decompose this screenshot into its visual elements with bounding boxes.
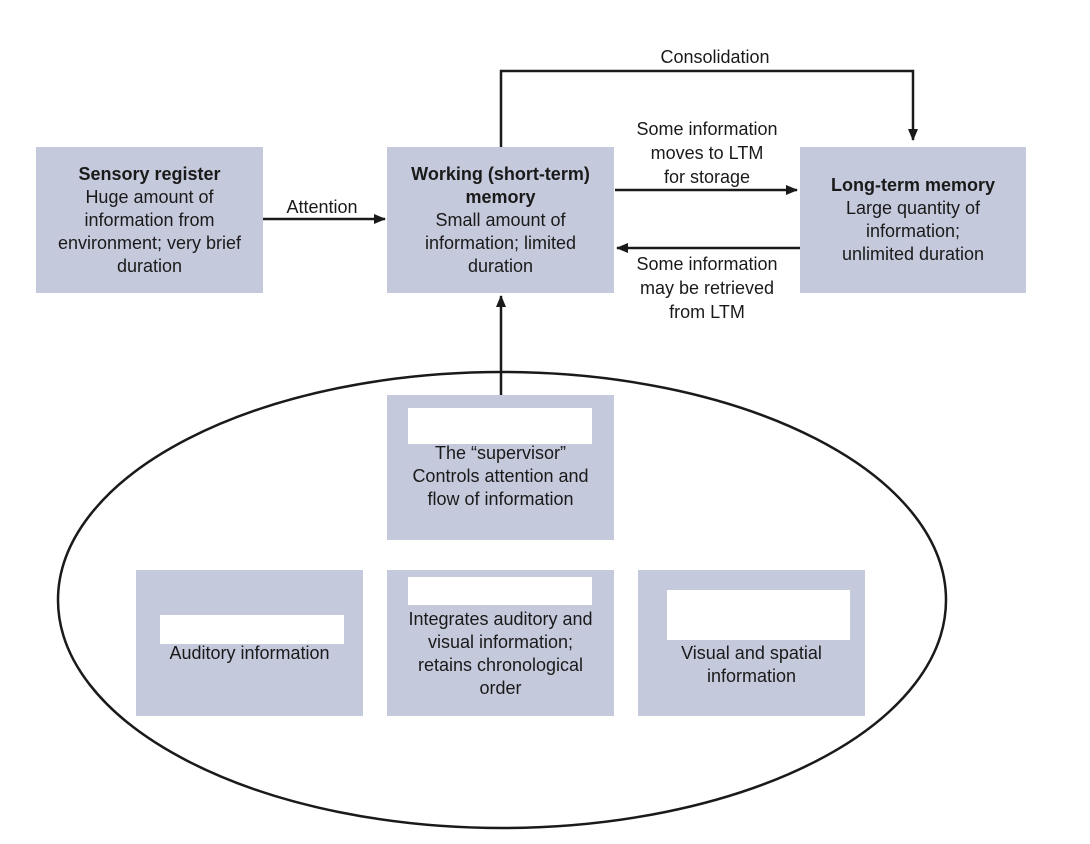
working-memory-box: Working (short-term) memory Small amount…	[387, 147, 614, 293]
central-executive-description: The “supervisor” Controls attention and …	[412, 443, 589, 509]
sensory-register-description: Huge amount of information from environm…	[57, 186, 242, 276]
working-memory-title: Working (short-term) memory	[411, 163, 590, 207]
sensory-register-box: Sensory register Huge amount of informat…	[36, 147, 263, 293]
visuospatial-sketchpad-label-blank	[667, 590, 850, 640]
long-term-memory-title: Long-term memory	[830, 175, 996, 195]
attention-label: Attention	[286, 197, 358, 217]
sensory-register-title: Sensory register	[78, 163, 221, 184]
working-memory-description: Small amount of information; limited dur…	[424, 209, 577, 276]
consolidation-label: Consolidation	[660, 47, 770, 67]
episodic-buffer-description: Integrates auditory and visual informati…	[408, 609, 593, 698]
episodic-buffer-label-blank	[408, 577, 592, 605]
consolidation-arrow	[499, 69, 918, 147]
from-ltm-label: Some information may be retrieved from L…	[636, 254, 778, 322]
central-executive-label-blank	[408, 408, 592, 444]
phonological-loop-label-blank	[160, 615, 344, 644]
to-ltm-label: Some information moves to LTM for storag…	[636, 119, 778, 187]
phonological-loop-description: Auditory information	[169, 643, 330, 663]
visuospatial-sketchpad-description: Visual and spatial information	[681, 643, 822, 686]
long-term-memory-box: Long-term memory Large quantity of infor…	[800, 147, 1026, 293]
long-term-memory-description: Large quantity of information; unlimited…	[841, 198, 985, 264]
